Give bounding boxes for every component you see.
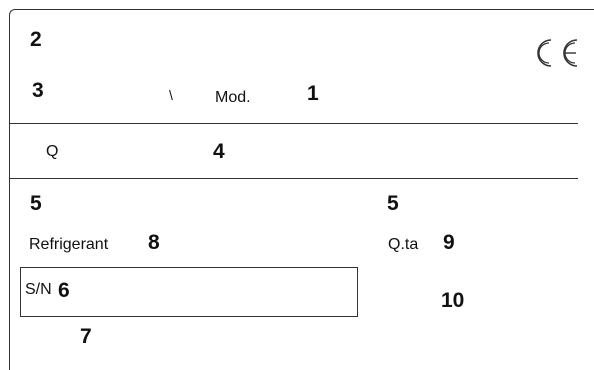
callout-7: 7 <box>80 325 92 348</box>
capacity-q-label: Q <box>46 143 59 160</box>
callout-9: 9 <box>443 231 455 254</box>
refrigerant-label: Refrigerant <box>29 236 109 253</box>
callout-1: 1 <box>307 82 319 105</box>
serial-number-box <box>20 267 358 317</box>
ce-mark-icon <box>537 39 578 67</box>
callout-4: 4 <box>213 140 225 163</box>
callout-5-right: 5 <box>387 192 399 215</box>
callout-2: 2 <box>30 28 42 51</box>
callout-8: 8 <box>148 231 160 254</box>
callout-3: 3 <box>32 79 44 102</box>
quantity-label: Q.ta <box>388 236 419 253</box>
separator-line-top <box>9 123 578 124</box>
separator-line-middle <box>9 178 578 179</box>
callout-10: 10 <box>441 289 465 312</box>
backslash-mark: \ <box>169 87 173 103</box>
model-label: Mod. <box>215 89 251 106</box>
nameplate-frame <box>9 9 594 370</box>
callout-5-left: 5 <box>30 192 42 215</box>
callout-6: 6 <box>58 279 70 302</box>
serial-number-label: S/N <box>25 281 52 298</box>
